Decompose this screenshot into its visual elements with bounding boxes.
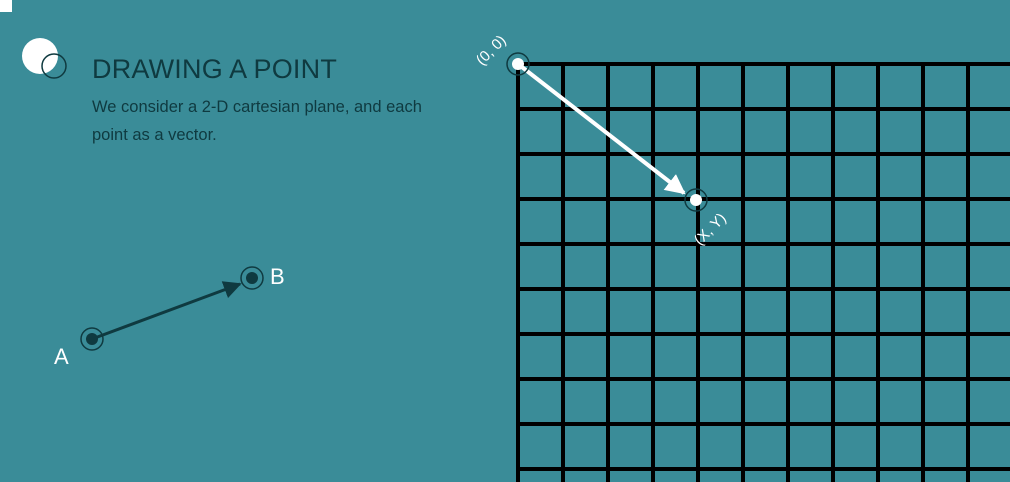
vector-ab: A B: [54, 264, 285, 369]
target-ring: [684, 188, 708, 212]
point-a-ring: [80, 327, 104, 351]
page-title: DRAWING A POINT: [92, 54, 338, 84]
point-b-label: B: [270, 264, 285, 289]
origin-point: [512, 58, 524, 70]
overlapping-circles-icon: [22, 38, 67, 79]
page-subtitle: We consider a 2-D cartesian plane, and e…: [92, 98, 422, 144]
point-b-ring: [240, 266, 264, 290]
vector-ab-line: [91, 281, 242, 341]
origin-label: (0, 0): [473, 32, 510, 69]
point-b: [246, 272, 258, 284]
cartesian-grid: [516, 62, 1010, 482]
origin-ring: [506, 52, 530, 76]
vector-origin-line: [516, 62, 686, 195]
point-a: [86, 333, 98, 345]
corner-mark: [0, 0, 12, 12]
target-point: [690, 194, 702, 206]
point-a-label: A: [54, 344, 69, 369]
